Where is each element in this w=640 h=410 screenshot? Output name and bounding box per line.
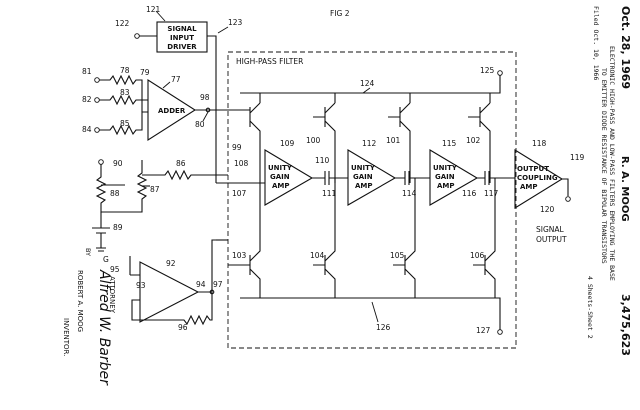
control-network [92,159,228,252]
ref-115: 115 [442,139,457,148]
svg-text:COUPLING: COUPLING [517,174,558,182]
ref-78: 78 [120,66,130,75]
svg-text:OUTPUT: OUTPUT [517,165,549,173]
svg-text:UNITY: UNITY [433,164,458,172]
upper-transistors [249,93,491,183]
output-coupling-amp: OUTPUT COUPLING AMP [514,149,571,209]
ref-126: 126 [376,323,391,332]
lower-transistors [228,230,496,298]
input-network [94,74,148,136]
ref-120: 120 [540,205,555,214]
ref-105: 105 [390,251,405,260]
adder-amplifier: ADDER [147,78,197,142]
ref-98: 98 [200,93,210,102]
ref-99: 99 [232,143,242,152]
ref-94: 94 [196,280,206,289]
ref-109: 109 [280,139,295,148]
svg-text:SIGNAL: SIGNAL [167,25,197,33]
ref-119: 119 [570,153,585,162]
ref-102: 102 [466,136,481,145]
ref-80: 80 [195,120,205,129]
ref-114: 114 [402,189,417,198]
ref-92: 92 [166,259,176,268]
filed-date: Filed Oct. 10, 1966 [592,6,600,80]
ref-122: 122 [115,19,130,28]
ref-97: 97 [213,280,223,289]
ref-104: 104 [310,251,325,260]
svg-text:AMP: AMP [520,183,538,191]
ref-111: 111 [322,189,337,198]
patent-date: Oct. 28, 1969 [619,6,632,89]
control-amplifier [129,239,216,326]
ref-83: 83 [120,88,130,97]
ref-77: 77 [171,75,181,84]
ref-100: 100 [306,136,321,145]
ref-123: 123 [228,18,243,27]
ref-117: 117 [484,189,499,198]
ref-106: 106 [470,251,485,260]
ground-label: G [103,255,109,264]
signal-input-driver-block: SIGNAL INPUT DRIVER [156,21,208,53]
ref-79: 79 [140,68,150,77]
ref-125: 125 [480,66,495,75]
inventor-heading: INVENTOR. [62,318,70,356]
svg-text:DRIVER: DRIVER [167,43,197,51]
ref-88: 88 [110,189,120,198]
ref-93: 93 [136,281,146,290]
inventor-name-header: R. A. MOOG [619,156,630,222]
attorney-signature: Alfred W. Barber [96,269,112,386]
ref-127: 127 [476,326,491,335]
ref-116: 116 [462,189,477,198]
svg-text:AMP: AMP [355,182,373,190]
signal-output-label: SIGNAL [536,225,565,234]
unity-gain-amp-1: UNITY GAIN AMP [264,149,314,206]
unity-gain-amp-2: UNITY GAIN AMP [347,149,397,206]
svg-text:ADDER: ADDER [158,107,186,115]
ref-103: 103 [232,251,247,260]
ref-85: 85 [120,119,130,128]
signal-output-label-2: OUTPUT [536,235,567,244]
ref-101: 101 [386,136,401,145]
ref-87: 87 [150,185,160,194]
ref-110: 110 [315,156,330,165]
by-label: BY [84,248,92,256]
ref-121: 121 [146,5,161,14]
ref-124: 124 [360,79,375,88]
high-pass-filter-label: HIGH-PASS FILTER [236,57,303,66]
ref-84: 84 [82,125,92,134]
ref-108: 108 [234,159,249,168]
figure-title: FIG 2 [330,9,350,18]
signature-block: INVENTOR. ROBERT A. MOOG BY Alfred W. Ba… [62,248,116,386]
svg-text:UNITY: UNITY [351,164,376,172]
ref-112: 112 [362,139,377,148]
svg-text:INPUT: INPUT [170,34,194,42]
patent-header: Oct. 28, 1969 R. A. MOOG 3,475,623 ELECT… [586,6,632,356]
inventor-name: ROBERT A. MOOG [76,270,84,332]
svg-text:UNITY: UNITY [268,164,293,172]
svg-text:GAIN: GAIN [435,173,455,181]
ref-95: 95 [110,265,120,274]
patent-title-line2: TO EMITTER DIODE RESISTANCE OF BIPOLAR T… [600,68,608,264]
svg-text:GAIN: GAIN [353,173,373,181]
patent-number: 3,475,623 [619,294,632,356]
filter-rails [216,70,503,335]
ref-107: 107 [232,189,247,198]
sheet-count: 4 Sheets-Sheet 2 [586,276,594,339]
svg-text:AMP: AMP [437,182,455,190]
ref-89: 89 [113,223,123,232]
ref-118: 118 [532,139,547,148]
high-pass-filter-box [227,51,517,349]
svg-text:GAIN: GAIN [270,173,290,181]
svg-text:AMP: AMP [272,182,290,190]
ref-90: 90 [113,159,123,168]
ref-81: 81 [82,67,92,76]
ref-86: 86 [176,159,186,168]
ref-82: 82 [82,95,92,104]
attorney-label: ATTORNEY [108,276,116,314]
ref-96: 96 [178,323,188,332]
capacitor-chain [245,171,515,230]
patent-title-line1: ELECTRONIC HIGH-PASS AND LOW-PASS FILTER… [608,46,616,281]
